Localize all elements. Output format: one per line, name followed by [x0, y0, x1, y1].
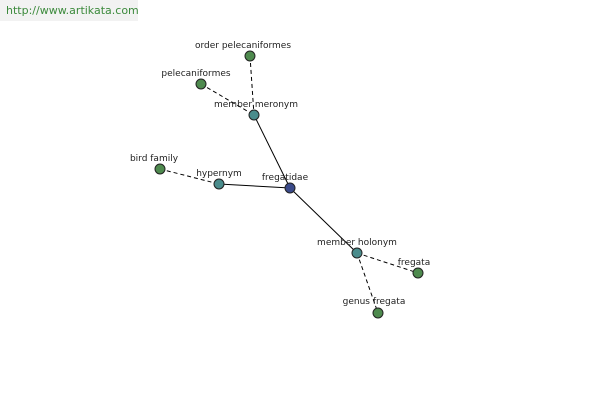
label-member-meronym: member meronym: [214, 100, 298, 110]
node-pelecaniformes[interactable]: [195, 78, 207, 90]
node-member-holonym[interactable]: [351, 247, 363, 259]
edge-genus-fregata: [356, 252, 379, 314]
edge-member-holonym: [289, 187, 358, 254]
label-bird-family: bird family: [130, 154, 179, 164]
edge-member-meronym: [253, 114, 291, 189]
label-order-pelecaniformes: order pelecaniformes: [195, 41, 291, 51]
label-fregatidae: fregatidae: [262, 173, 309, 183]
edge-bird-family: [159, 168, 220, 185]
edge-pelecaniformes: [200, 83, 255, 116]
node-fregatidae[interactable]: [284, 182, 296, 194]
node-genus-fregata[interactable]: [372, 307, 384, 319]
watermark-banner: http://www.artikata.com: [0, 0, 139, 21]
node-bird-family[interactable]: [154, 163, 166, 175]
label-fregata: fregata: [398, 258, 430, 268]
edge-fregata: [356, 252, 419, 274]
node-hypernym[interactable]: [213, 178, 225, 190]
node-fregata[interactable]: [412, 267, 424, 279]
label-hypernym: hypernym: [196, 169, 242, 179]
watermark-url[interactable]: http://www.artikata.com: [6, 4, 139, 17]
node-member-meronym[interactable]: [248, 109, 260, 121]
label-pelecaniformes: pelecaniformes: [161, 69, 230, 79]
edge-hypernym: [218, 183, 291, 189]
node-order-pelecaniformes[interactable]: [244, 50, 256, 62]
edge-order-pelecaniformes: [249, 55, 255, 116]
label-member-holonym: member holonym: [317, 238, 397, 248]
label-genus-fregata: genus fregata: [343, 297, 406, 307]
